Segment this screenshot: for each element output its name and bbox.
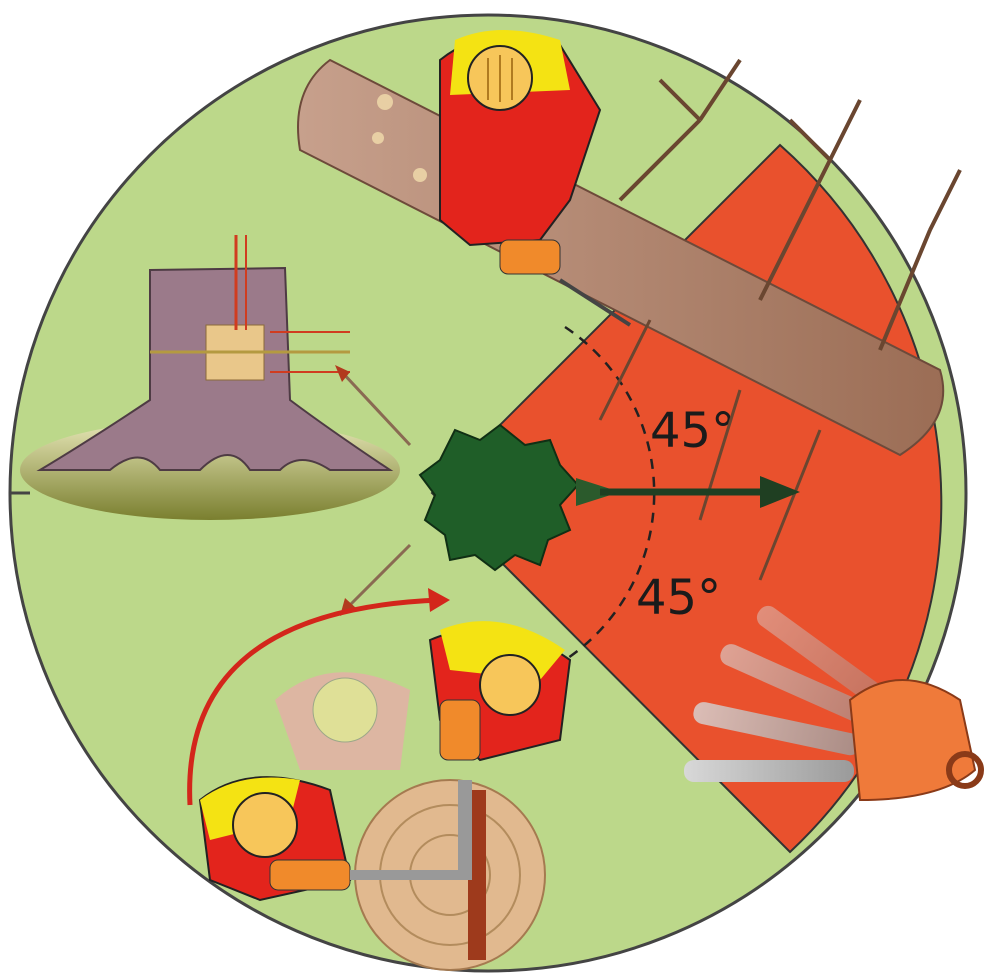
angle-label-lower: 45° — [636, 570, 721, 626]
